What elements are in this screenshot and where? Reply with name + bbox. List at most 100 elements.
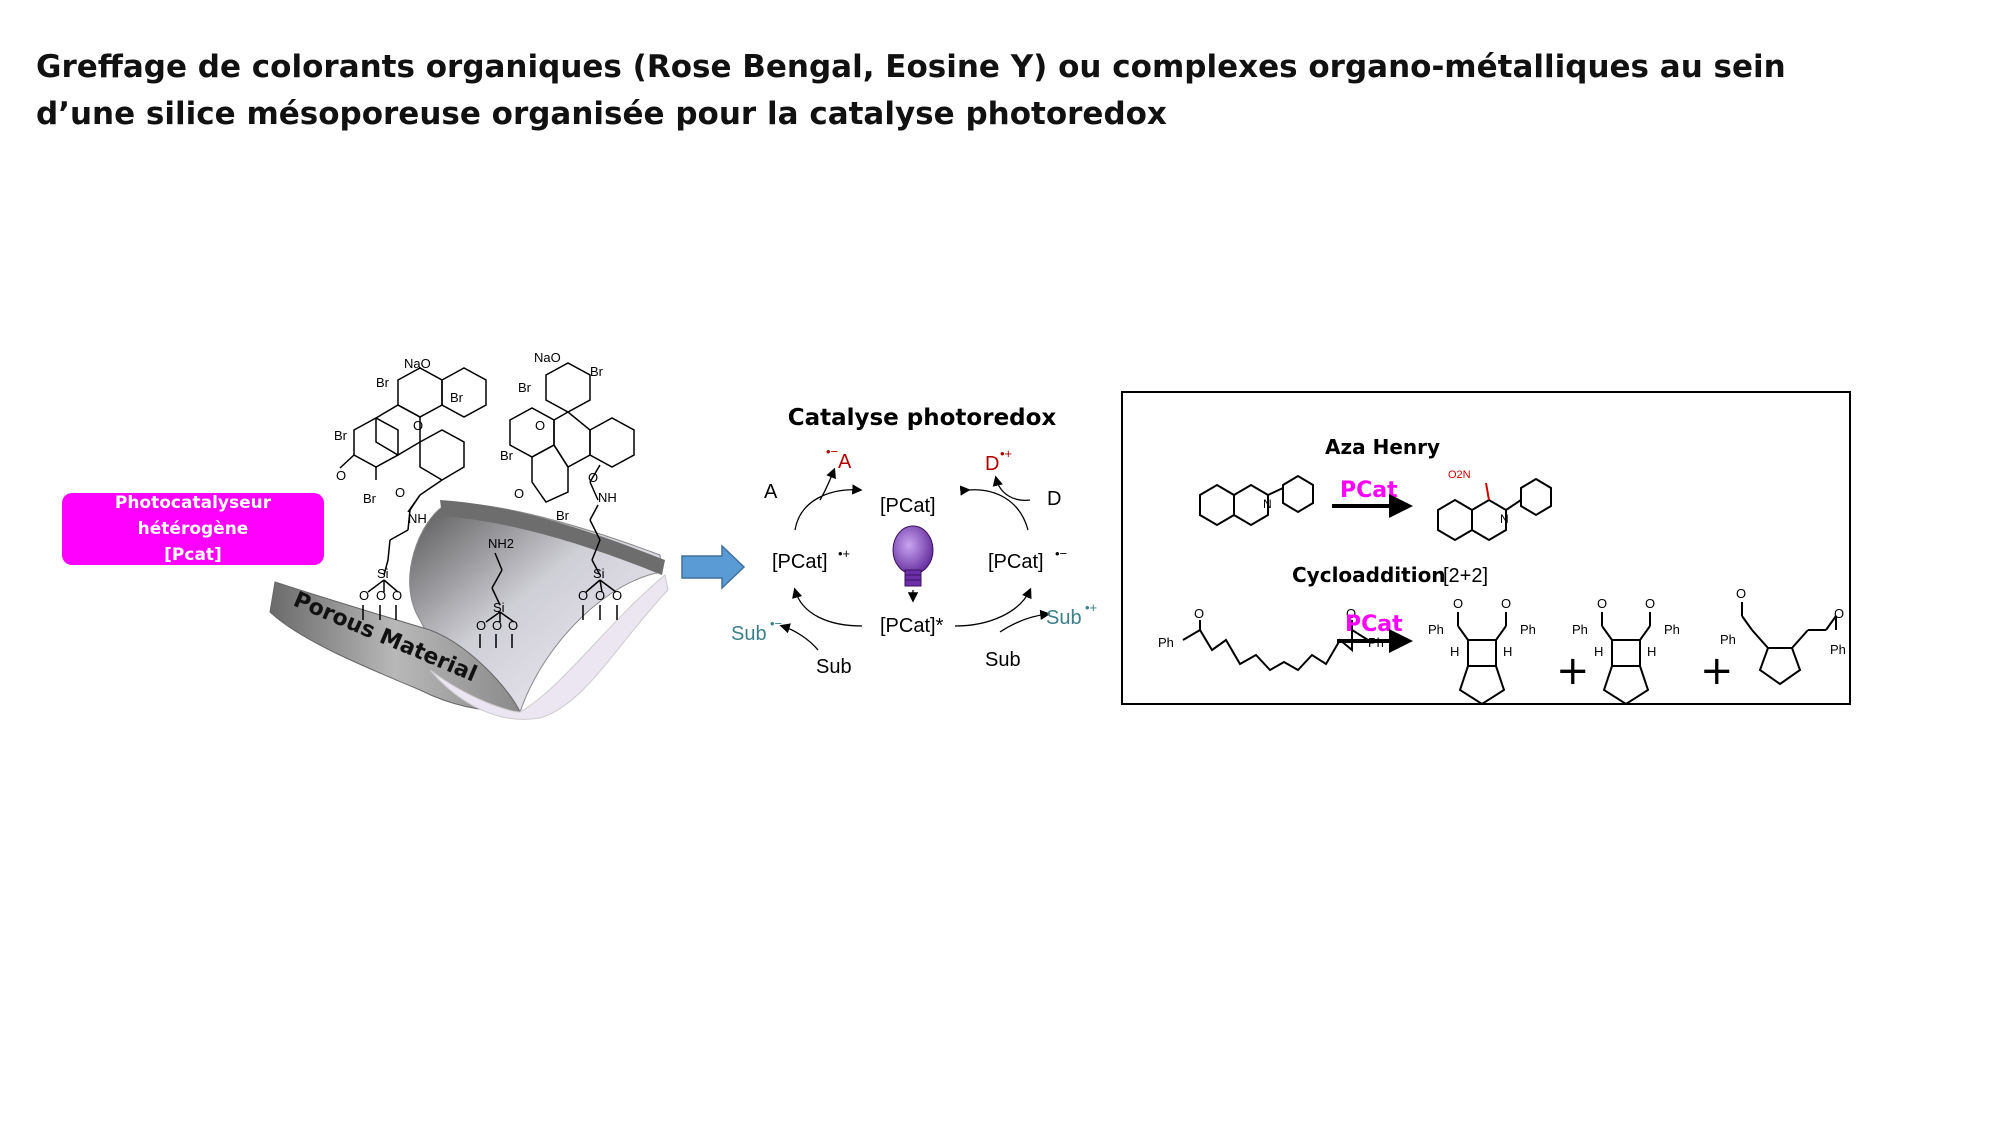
acceptor-radical-charge: •− <box>826 444 838 459</box>
atom-o: O <box>514 486 524 501</box>
atom-o: O <box>413 418 423 433</box>
atom-o: O <box>1501 596 1511 611</box>
catalyst-label-aza: PCat <box>1340 478 1398 503</box>
substrate-right: Sub <box>985 649 1021 671</box>
pcat-reduced-charge: •− <box>1055 546 1067 561</box>
cycle-title: Catalyse photoredox <box>788 405 1057 431</box>
atom-br: Br <box>518 380 532 395</box>
atom-o: O <box>1597 596 1607 611</box>
dye-molecule-right <box>509 362 635 620</box>
atom-br: Br <box>363 491 377 506</box>
donor-radical-charge: •+ <box>1000 446 1012 461</box>
material-underside <box>429 574 669 720</box>
dye-left-labels: NaO Br Br O Br O Br O NH Si O O O <box>334 356 464 603</box>
cycle-arrow-top-left-out <box>819 467 836 501</box>
aza-henry-substrate <box>1199 474 1314 527</box>
pcat-badge-line-1: Photocatalyseur hétérogène <box>114 493 272 539</box>
atom-br: Br <box>500 448 514 463</box>
atom-nao: NaO <box>534 350 561 365</box>
atom-ph: Ph <box>1428 622 1444 637</box>
title-line-1: Greffage de colorants organiques (Rose B… <box>36 49 1786 85</box>
atom-si: Si <box>493 600 505 615</box>
atom-br: Br <box>376 375 390 390</box>
cycle-arrow-top-right <box>959 485 1029 531</box>
atom-o: O <box>1736 586 1746 601</box>
cycle-arrow-bottom-right-out <box>999 609 1051 633</box>
pcat-badge-line-2: [Pcat] <box>164 545 222 565</box>
atom-ph: Ph <box>1664 622 1680 637</box>
substrate-radical-cation: Sub <box>1046 607 1082 629</box>
atom-nao: NaO <box>404 356 431 371</box>
atom-h: H <box>1594 644 1603 659</box>
atom-h: H <box>1647 644 1656 659</box>
atom-nh2: NH2 <box>488 536 514 551</box>
atom-o: O <box>336 468 346 483</box>
atom-ph: Ph <box>1158 635 1174 650</box>
nitro-group: O2N <box>1448 469 1471 481</box>
substrate-radical-cation-charge: •+ <box>1085 600 1097 615</box>
atom-ph: Ph <box>1520 622 1536 637</box>
atom-o: O <box>1834 606 1844 621</box>
cycloaddition-subtitle: [2+2] <box>1443 565 1488 587</box>
atom-nh: NH <box>598 490 617 505</box>
pcat-ground: [PCat] <box>880 495 936 517</box>
atom-o: O <box>1453 596 1463 611</box>
atom-o: O <box>588 470 598 485</box>
atom-si: Si <box>593 566 605 581</box>
atom-n: N <box>1263 497 1272 511</box>
cycloaddition-title: Cycloaddition <box>1292 563 1446 587</box>
pcat-oxidized-charge: •+ <box>838 546 850 561</box>
pcat-excited: [PCat]* <box>880 615 944 637</box>
atom-ph: Ph <box>1830 642 1846 657</box>
atom-o: O <box>392 588 402 603</box>
atom-o: O <box>1346 606 1356 621</box>
cycle-arrow-bottom-left <box>792 587 863 627</box>
atom-o: O <box>476 618 486 633</box>
flow-arrow <box>681 544 746 590</box>
pcat-reduced: [PCat] <box>988 551 1044 573</box>
dye-right-labels: NaO Br Br O Br O Br O NH Si O O O <box>500 350 622 603</box>
atom-o: O <box>1194 606 1204 621</box>
donor-radical: D <box>985 453 999 475</box>
cyclo-substrate <box>1182 620 1369 672</box>
atom-h: H <box>1503 644 1512 659</box>
atom-o: O <box>376 588 386 603</box>
cyclo-product-3 <box>1741 602 1837 686</box>
atom-o: O <box>612 588 622 603</box>
atom-o: O <box>395 485 405 500</box>
title-line-2: d’une silice mésoporeuse organisée pour … <box>36 96 1167 132</box>
reactions-frame <box>1121 391 1851 705</box>
atom-o: O <box>359 588 369 603</box>
cycle-arrow-bottom-right <box>954 587 1032 627</box>
atom-o: O <box>508 618 518 633</box>
heterogeneous-photocatalyst-badge: Photocatalyseur hétérogène [Pcat] <box>62 493 324 565</box>
substrate-radical-anion-charge: •− <box>770 616 782 631</box>
atom-nh: NH <box>408 511 427 526</box>
atom-br: Br <box>334 428 348 443</box>
cyclo-product-1 <box>1457 612 1507 706</box>
atom-ph: Ph <box>1572 622 1588 637</box>
dye-molecule-left <box>339 367 487 620</box>
atom-o: O <box>535 418 545 433</box>
aminopropyl-silane: NH2 Si O O O <box>476 536 518 648</box>
cycle-arrow-top-right-out <box>992 475 1031 501</box>
aza-henry-title: Aza Henry <box>1325 435 1440 459</box>
atom-br: Br <box>590 364 604 379</box>
atom-o: O <box>595 588 605 603</box>
page-title: Greffage de colorants organiques (Rose B… <box>36 44 1786 138</box>
cycle-arrow-top-left <box>794 484 863 531</box>
aza-henry-product <box>1437 477 1552 542</box>
acceptor: A <box>764 481 778 503</box>
cyclo-product-2 <box>1601 612 1651 706</box>
substrate-left: Sub <box>816 656 852 678</box>
atom-n: N <box>1500 512 1509 526</box>
atom-br: Br <box>450 390 464 405</box>
atom-o: O <box>578 588 588 603</box>
cycle-arrow-bottom-left-out <box>779 623 819 651</box>
material-back-band <box>440 500 665 575</box>
acceptor-radical: A <box>838 451 852 473</box>
atom-o: O <box>1645 596 1655 611</box>
reactions-panel: Aza Henry N PCat N O2N Cycloaddition [2+… <box>1158 435 1846 706</box>
atom-br: Br <box>556 508 570 523</box>
